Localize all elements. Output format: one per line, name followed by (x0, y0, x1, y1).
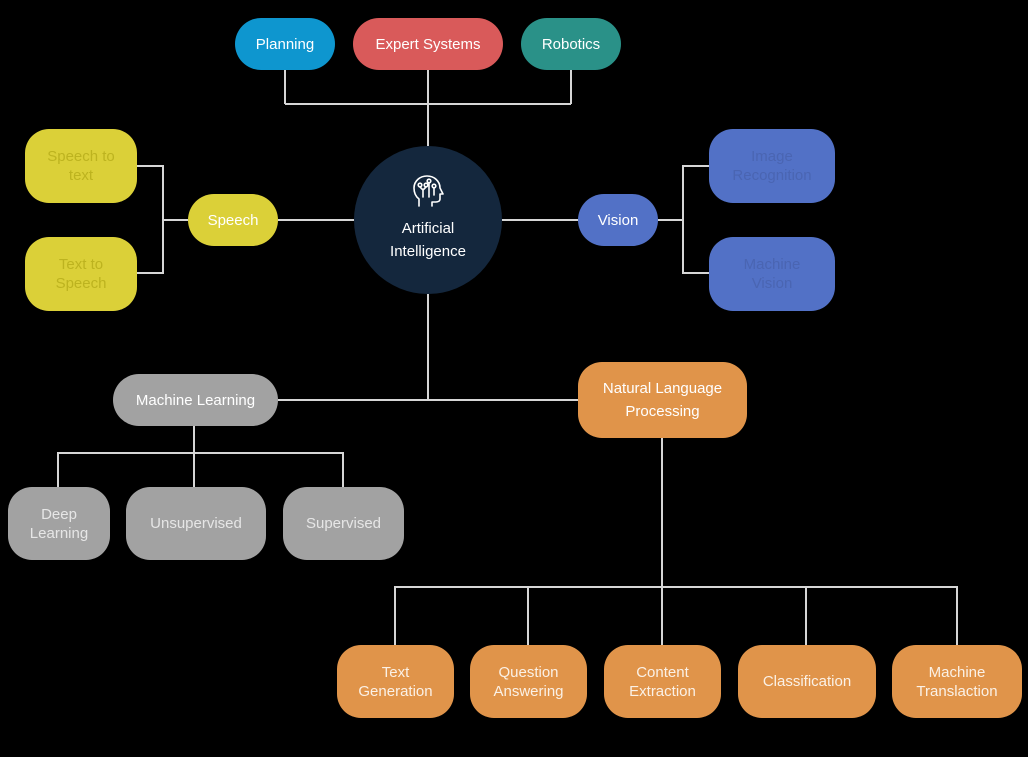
node-unsupervised-label: Unsupervised (150, 515, 242, 532)
node-text-generation-label: Text Generation (358, 663, 433, 700)
node-machine-learning: Machine Learning (113, 374, 278, 426)
node-question-answering: Question Answering (470, 645, 587, 718)
node-text-to-speech: Text to Speech (25, 237, 137, 311)
connector-vision-children (658, 165, 709, 274)
node-classification: Classification (738, 645, 876, 718)
node-artificial-intelligence-label: Artificial Intelligence (390, 220, 466, 260)
node-deep-learning: Deep Learning (8, 487, 110, 560)
node-image-recognition-label: Image Recognition (732, 148, 812, 184)
node-natural-language-processing: Natural Language Processing (578, 362, 747, 438)
node-planning-label: Planning (255, 35, 315, 53)
node-content-extraction-label: Content Extraction (629, 663, 696, 700)
node-supervised-label: Supervised (305, 515, 382, 532)
node-image-recognition: Image Recognition (709, 129, 835, 203)
node-deep-learning-label: Deep Learning (29, 505, 89, 542)
connector-speech-children (137, 165, 188, 274)
node-planning: Planning (235, 18, 335, 70)
node-artificial-intelligence: Artificial Intelligence (354, 146, 502, 294)
node-classification-label: Classification (762, 673, 852, 690)
connector-ml-children (57, 426, 344, 487)
node-speech-to-text-label: Speech to text (47, 148, 115, 184)
node-speech-label: Speech (207, 211, 259, 229)
node-unsupervised: Unsupervised (126, 487, 266, 560)
node-machine-vision: Machine Vision (709, 237, 835, 311)
node-vision-label: Vision (597, 211, 639, 229)
node-content-extraction: Content Extraction (604, 645, 721, 718)
node-supervised: Supervised (283, 487, 404, 560)
node-machine-learning-label: Machine Learning (135, 391, 256, 409)
node-robotics: Robotics (521, 18, 621, 70)
node-machine-vision-label: Machine Vision (743, 256, 801, 292)
node-text-generation: Text Generation (337, 645, 454, 718)
node-machine-translaction: Machine Translaction (892, 645, 1022, 718)
node-vision: Vision (578, 194, 658, 246)
node-machine-translaction-label: Machine Translaction (916, 663, 998, 700)
node-robotics-label: Robotics (541, 35, 601, 53)
node-natural-language-processing-label: Natural Language Processing (602, 380, 723, 420)
brain-circuit-icon (413, 175, 444, 207)
connector-nlp-children (394, 438, 958, 645)
node-expert-systems-label: Expert Systems (375, 35, 481, 53)
node-question-answering-label: Question Answering (493, 663, 564, 700)
node-expert-systems: Expert Systems (353, 18, 503, 70)
node-speech-to-text: Speech to text (25, 129, 137, 203)
node-speech: Speech (188, 194, 278, 246)
node-text-to-speech-label: Text to Speech (55, 256, 107, 292)
